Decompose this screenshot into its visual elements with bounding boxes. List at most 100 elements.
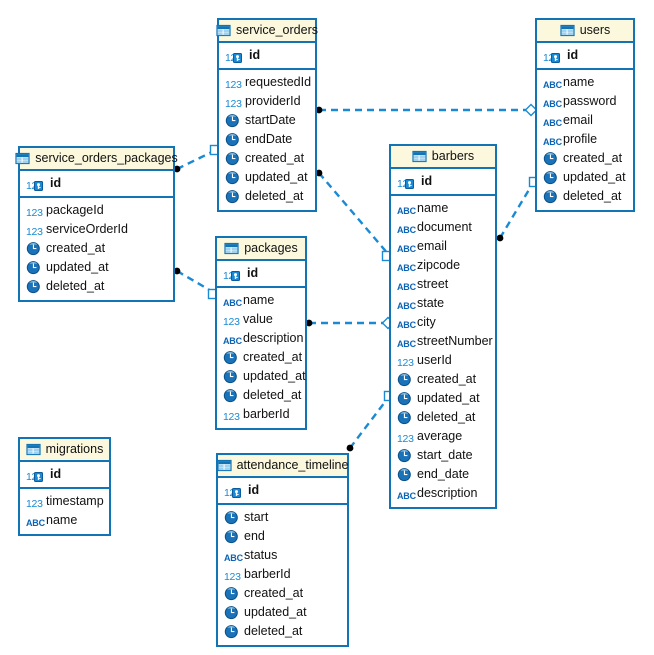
entity-header-attendance_timeline[interactable]: attendance_timeline xyxy=(216,455,348,478)
entity-title: service_orders_packages xyxy=(35,151,178,166)
column-row[interactable]: start xyxy=(218,508,347,527)
column-row[interactable]: deleted_at xyxy=(217,386,305,405)
entity-table-service_orders_packages[interactable]: service_orders_packages 123id 123packageId… xyxy=(15,146,178,302)
column-row[interactable]: updated_at xyxy=(218,603,347,622)
string-type-icon: ABC xyxy=(397,320,416,330)
column-row[interactable]: end xyxy=(218,527,347,546)
key-glyph-icon xyxy=(551,53,560,63)
column-name: id xyxy=(421,174,433,189)
column-row[interactable]: created_at xyxy=(391,370,495,389)
column-row[interactable]: updated_at xyxy=(391,389,495,408)
relationship-attendance_timeline-barbers[interactable] xyxy=(346,390,395,452)
column-row[interactable]: deleted_at xyxy=(218,622,347,641)
primary-key-section: 123id xyxy=(537,43,633,70)
relationship-service_orders_packages-service_orders[interactable] xyxy=(173,144,221,173)
column-row[interactable]: startDate xyxy=(219,111,315,130)
column-row-pk[interactable]: 123id xyxy=(391,172,495,191)
column-row[interactable]: endDate xyxy=(219,130,315,149)
column-name: requestedId xyxy=(245,75,312,90)
column-row[interactable]: deleted_at xyxy=(537,187,633,206)
relationship-service_orders-users[interactable] xyxy=(315,103,538,117)
key-glyph-icon xyxy=(231,271,240,281)
entity-table-attendance_timeline[interactable]: attendance_timeline 123id start endABCstatu… xyxy=(216,453,349,647)
column-row[interactable]: created_at xyxy=(537,149,633,168)
entity-header-migrations[interactable]: migrations xyxy=(20,439,109,462)
relationship-users-barbers[interactable] xyxy=(496,176,540,242)
column-row-pk[interactable]: 123id xyxy=(218,481,347,500)
column-row-pk[interactable]: 123id xyxy=(20,465,109,484)
column-name: end xyxy=(244,529,265,544)
column-name: deleted_at xyxy=(563,189,622,204)
column-row[interactable]: end_date xyxy=(391,465,495,484)
string-type-icon: ABC xyxy=(543,118,562,128)
column-row[interactable]: updated_at xyxy=(20,258,173,277)
relationship-line xyxy=(349,397,389,449)
table-icon xyxy=(216,458,232,473)
entity-table-barbers[interactable]: barbers123idABCnameABCdocumentABCemailAB… xyxy=(389,144,497,509)
entity-table-users[interactable]: users 123idABCnameABCpasswordABCemailABCp… xyxy=(535,18,635,212)
column-name: value xyxy=(243,312,273,327)
string-type-icon: ABC xyxy=(543,137,562,147)
entity-header-service_orders[interactable]: service_orders xyxy=(216,20,318,43)
entity-header-barbers[interactable]: barbers xyxy=(391,146,495,169)
string-type-icon: ABC xyxy=(543,80,562,90)
column-row[interactable]: start_date xyxy=(391,446,495,465)
entity-header-packages[interactable]: packages xyxy=(217,238,305,261)
relationship-service_orders_packages-packages[interactable] xyxy=(173,267,219,300)
number-type-icon: 123 xyxy=(26,226,43,238)
relationship-packages-barbers[interactable] xyxy=(305,316,395,330)
column-row[interactable]: deleted_at xyxy=(219,187,315,206)
column-row[interactable]: updated_at xyxy=(219,168,315,187)
column-row[interactable]: created_at xyxy=(219,149,315,168)
primary-key-icon: 123 xyxy=(225,48,244,64)
column-row[interactable]: updated_at xyxy=(217,367,306,386)
entity-header-users[interactable]: users xyxy=(537,20,633,43)
number-type-icon: 123 xyxy=(223,316,240,328)
column-row[interactable]: deleted_at xyxy=(391,408,495,427)
column-row-pk[interactable]: 123id xyxy=(219,46,315,65)
column-row[interactable]: created_at xyxy=(217,348,305,367)
entity-table-service_orders[interactable]: service_orders123id123requestedId123prov… xyxy=(216,18,318,212)
relationship-service_orders-barbers[interactable] xyxy=(315,169,393,262)
column-row[interactable]: created_at xyxy=(20,239,173,258)
column-row-pk[interactable]: 123id xyxy=(20,174,173,193)
entity-table-packages[interactable]: packages123idABCname123valueABCdescripti… xyxy=(215,236,307,430)
entity-title: users xyxy=(579,23,611,38)
column-name: end_date xyxy=(417,467,470,482)
number-type-icon: 123 xyxy=(26,207,43,219)
column-row[interactable]: deleted_at xyxy=(20,277,173,296)
column-row[interactable]: created_at xyxy=(218,584,347,603)
column-row-pk[interactable]: 123id xyxy=(537,46,633,65)
column-row-pk[interactable]: 123id xyxy=(217,264,305,283)
column-row[interactable]: updated_at xyxy=(537,168,633,187)
entity-header-service_orders_packages[interactable]: service_orders_packages xyxy=(15,148,178,171)
